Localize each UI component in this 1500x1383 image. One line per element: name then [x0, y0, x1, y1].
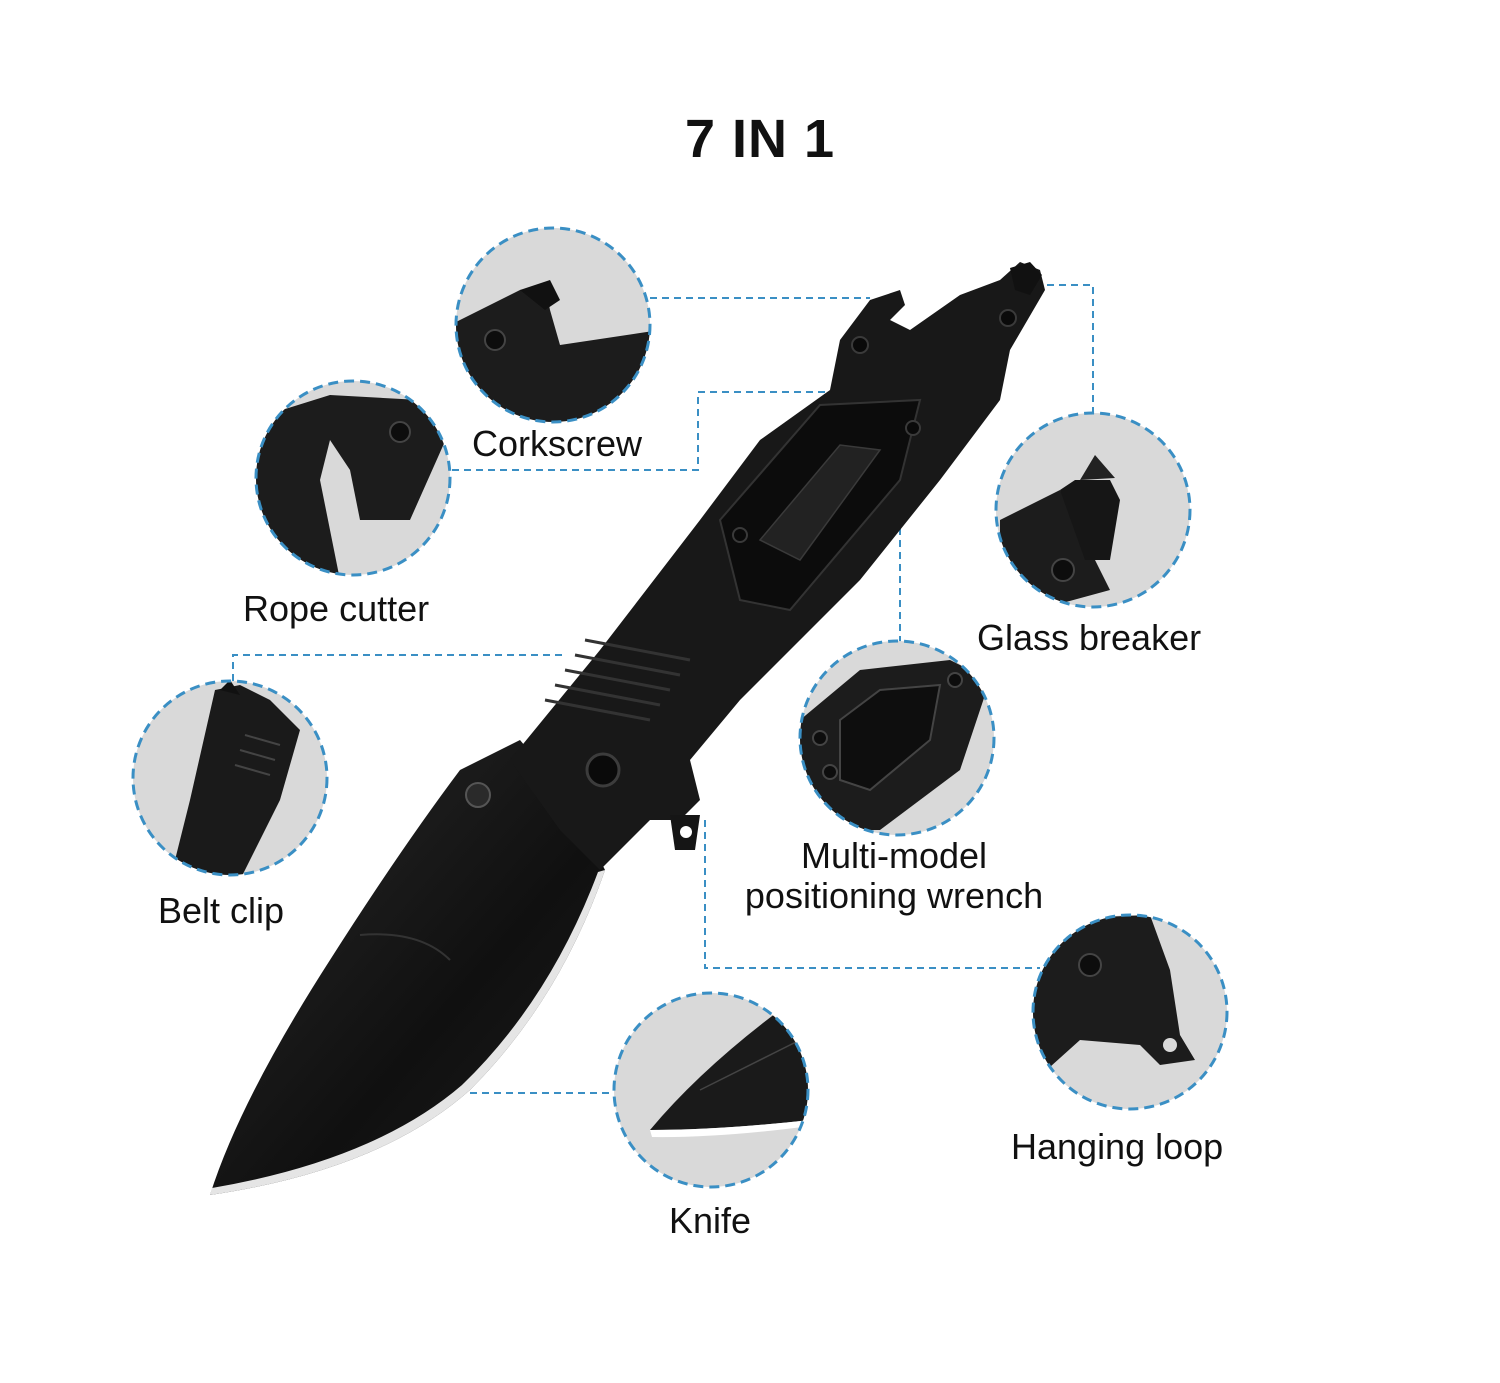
label-wrench-line1: Multi-model [800, 835, 988, 876]
knife-main [210, 262, 1045, 1195]
label-belt-clip: Belt clip [158, 890, 285, 931]
knife-blade [210, 740, 605, 1195]
connector-glass-breaker [1035, 284, 1094, 413]
feature-circle-knife [612, 991, 810, 1189]
feature-circle-belt-clip [131, 679, 329, 877]
connector-lines [232, 284, 1094, 1094]
feature-circle-wrench [798, 639, 996, 837]
feature-circle-glass-breaker [994, 411, 1192, 609]
connector-wrench [830, 489, 901, 642]
feature-circle-rope-cutter [254, 379, 452, 577]
connector-belt-clip [232, 654, 565, 681]
page-title: 7 IN 1 [684, 109, 836, 169]
feature-circle-hanging-loop [1031, 913, 1229, 1111]
label-rope-cutter: Rope cutter [243, 588, 430, 629]
connector-rope-cutter [452, 391, 830, 471]
label-glass-breaker: Glass breaker [977, 617, 1202, 658]
feature-circle-corkscrew [454, 226, 652, 424]
label-wrench: Multi-model positioning wrench [733, 836, 1055, 916]
label-knife: Knife [669, 1200, 752, 1241]
label-corkscrew: Corkscrew [472, 423, 643, 464]
label-hanging-loop: Hanging loop [1011, 1126, 1224, 1167]
connector-hanging-loop [704, 820, 1040, 969]
label-wrench-line2: positioning wrench [744, 875, 1044, 916]
